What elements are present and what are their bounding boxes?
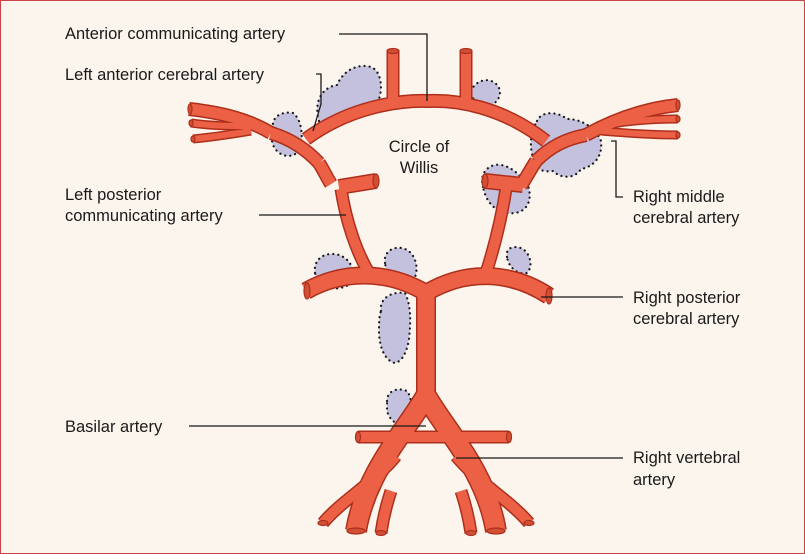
vessel-cap [376,531,386,536]
label-right-posterior-cerebral-line1: Right posterior [633,289,741,307]
vessel-cap [676,132,680,138]
label-circle-of-willis-line2: Willis [400,159,439,177]
vessel-cap [460,49,472,54]
vessel-cap [373,174,379,188]
aneurysm-blob [507,247,531,273]
vessel-cap [387,49,399,54]
label-right-middle-cerebral-line2: cerebral artery [633,209,740,227]
label-right-vertebral-line2: artery [633,471,676,489]
vessel-cap [546,288,552,304]
vessel-cap [482,174,488,188]
vessel-cap [318,521,328,526]
label-right-posterior-cerebral-line2: cerebral artery [633,310,740,328]
vessel-cap [466,531,476,536]
vessel-cap [356,432,361,443]
label-left-posterior-communicating-line2: communicating artery [65,207,223,225]
label-right-middle-cerebral-line1: Right middle [633,188,725,206]
vessel-cap [304,283,310,299]
vessel-cap [676,116,680,122]
label-left-posterior-communicating-line1: Left posterior [65,186,162,204]
label-left-anterior-cerebral-artery: Left anterior cerebral artery [65,66,265,84]
label-circle-of-willis-line1: Circle of [389,138,450,156]
artery-fills [189,51,678,533]
label-basilar-artery: Basilar artery [65,418,163,436]
aneurysm-blob [379,293,410,363]
label-right-vertebral-line1: Right vertebral [633,449,740,467]
leader-line-right-middle-cerebral [611,141,623,197]
vessel-cap [676,100,680,110]
vessel-cap [524,521,534,526]
vessel-cap [347,528,365,534]
vessel-cap [188,104,192,114]
aneurysm-group [272,66,601,425]
vessel-cap [507,432,512,443]
vessel-cap [487,528,505,534]
label-anterior-communicating-artery: Anterior communicating artery [65,25,286,43]
vessel-cap [189,120,193,126]
vessel-cap [191,136,195,142]
